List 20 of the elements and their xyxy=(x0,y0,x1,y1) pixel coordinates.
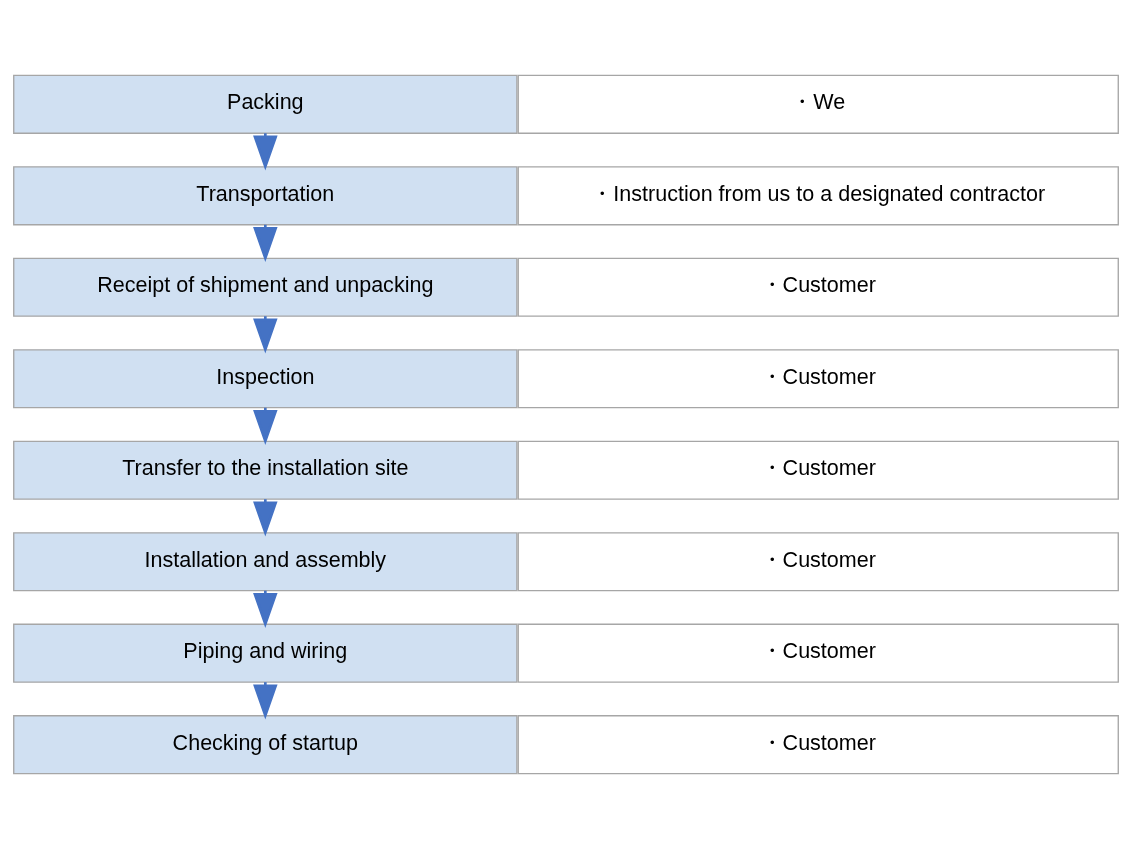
node-box: ・Customer xyxy=(517,440,1119,500)
arrow xyxy=(253,315,278,354)
node-box: ・We xyxy=(517,74,1119,134)
node-box: ・Customer xyxy=(517,531,1119,591)
node-box: ・Customer xyxy=(517,257,1119,317)
node-box: ・Customer xyxy=(517,348,1119,408)
node-box: ・Customer xyxy=(517,714,1119,774)
arrow xyxy=(253,681,278,720)
arrow xyxy=(253,132,278,171)
node-box: ・Instruction from us to a designated contractor xyxy=(517,165,1119,225)
node-box: Installation and assembly xyxy=(13,531,518,591)
node-box: Receipt of shipment and unpacking xyxy=(13,257,518,317)
node-box: Packing xyxy=(13,74,518,134)
node-box: Transfer to the installation site xyxy=(13,440,518,500)
node-box: Checking of startup xyxy=(13,714,518,774)
node-box: ・Customer xyxy=(517,623,1119,683)
node-box: Inspection xyxy=(13,348,518,408)
node-box: Transportation xyxy=(13,165,518,225)
arrow xyxy=(253,498,278,537)
node-box: Piping and wiring xyxy=(13,623,518,683)
